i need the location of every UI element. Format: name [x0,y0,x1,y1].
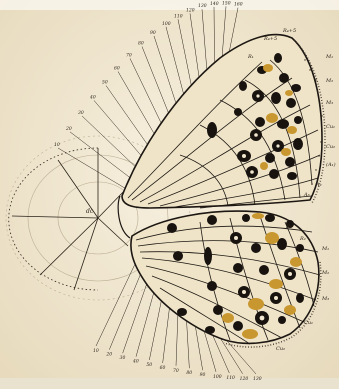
forewing-vein-label: R₁ [247,54,254,60]
top-degree-label: 40 [89,94,96,100]
bottom-degree-label: 110 [226,375,235,381]
top-degree-label: 60 [114,66,120,72]
top-degree-label: 20 [65,126,72,132]
top-degree-label: 160 [234,2,243,8]
center-label: dc [86,208,94,215]
bottom-degree-label: 120 [240,376,249,382]
top-degree-label: 70 [126,52,132,58]
hindwing-vein-label: M₂ [321,270,329,276]
bottom-degree-label: 10 [93,348,99,354]
bottom-degree-label: 60 [160,365,166,371]
top-degree-label: 130 [198,3,207,9]
forewing-vein-label: A₃ [303,192,310,198]
bottom-degree-label: 40 [132,359,139,365]
top-degree-label: 140 [210,1,219,7]
top-degree-label: 90 [150,30,156,36]
bottom-degree-label: 70 [173,368,179,374]
hindwing-vein-label: R₂ [299,236,306,242]
paper-bottom-edge [0,378,339,389]
hindwing-vein-label: Cu₁ [304,320,313,326]
top-degree-label: 120 [186,7,195,13]
top-degree-label: 10 [54,142,60,148]
bottom-degree-label: 90 [200,372,206,378]
forewing-vein-label: R₄+5 [263,36,277,42]
top-degree-label: 80 [138,41,144,47]
bottom-degree-label: 20 [105,352,112,358]
top-degree-label: 100 [162,21,171,27]
bottom-degree-label: 50 [146,362,152,368]
hindwing-vein-label: M₁ [321,246,329,252]
bottom-degree-label: 80 [186,370,192,376]
forewing-vein-label: M₁ [325,54,333,60]
top-degree-label: 150 [222,0,231,6]
forewing-vein-label: M₃ [325,100,333,106]
forewing-vein-label: Cu₁ [326,124,335,130]
bottom-degree-label: 130 [253,376,262,382]
bottom-degree-label: 100 [213,374,222,380]
paper-top-edge [0,0,339,10]
top-degree-label: 50 [102,80,108,86]
top-degree-label: 30 [78,110,84,116]
hindwing-vein-label: R₁ [285,224,292,230]
forewing-vein-label: M₂ [325,78,333,84]
forewing-vein-label: (A₁) [326,161,336,168]
top-small-label: R₄+5 [282,28,296,34]
forewing-vein-label: Cu₂ [326,144,335,150]
top-degree-label: 110 [174,13,183,19]
hindwing-vein-label: M₃ [321,296,329,302]
hindwing-vein-label: Cu₂ [276,346,285,352]
bottom-degree-label: 30 [120,355,126,361]
forewing-vein-label: A₂ [315,182,322,188]
